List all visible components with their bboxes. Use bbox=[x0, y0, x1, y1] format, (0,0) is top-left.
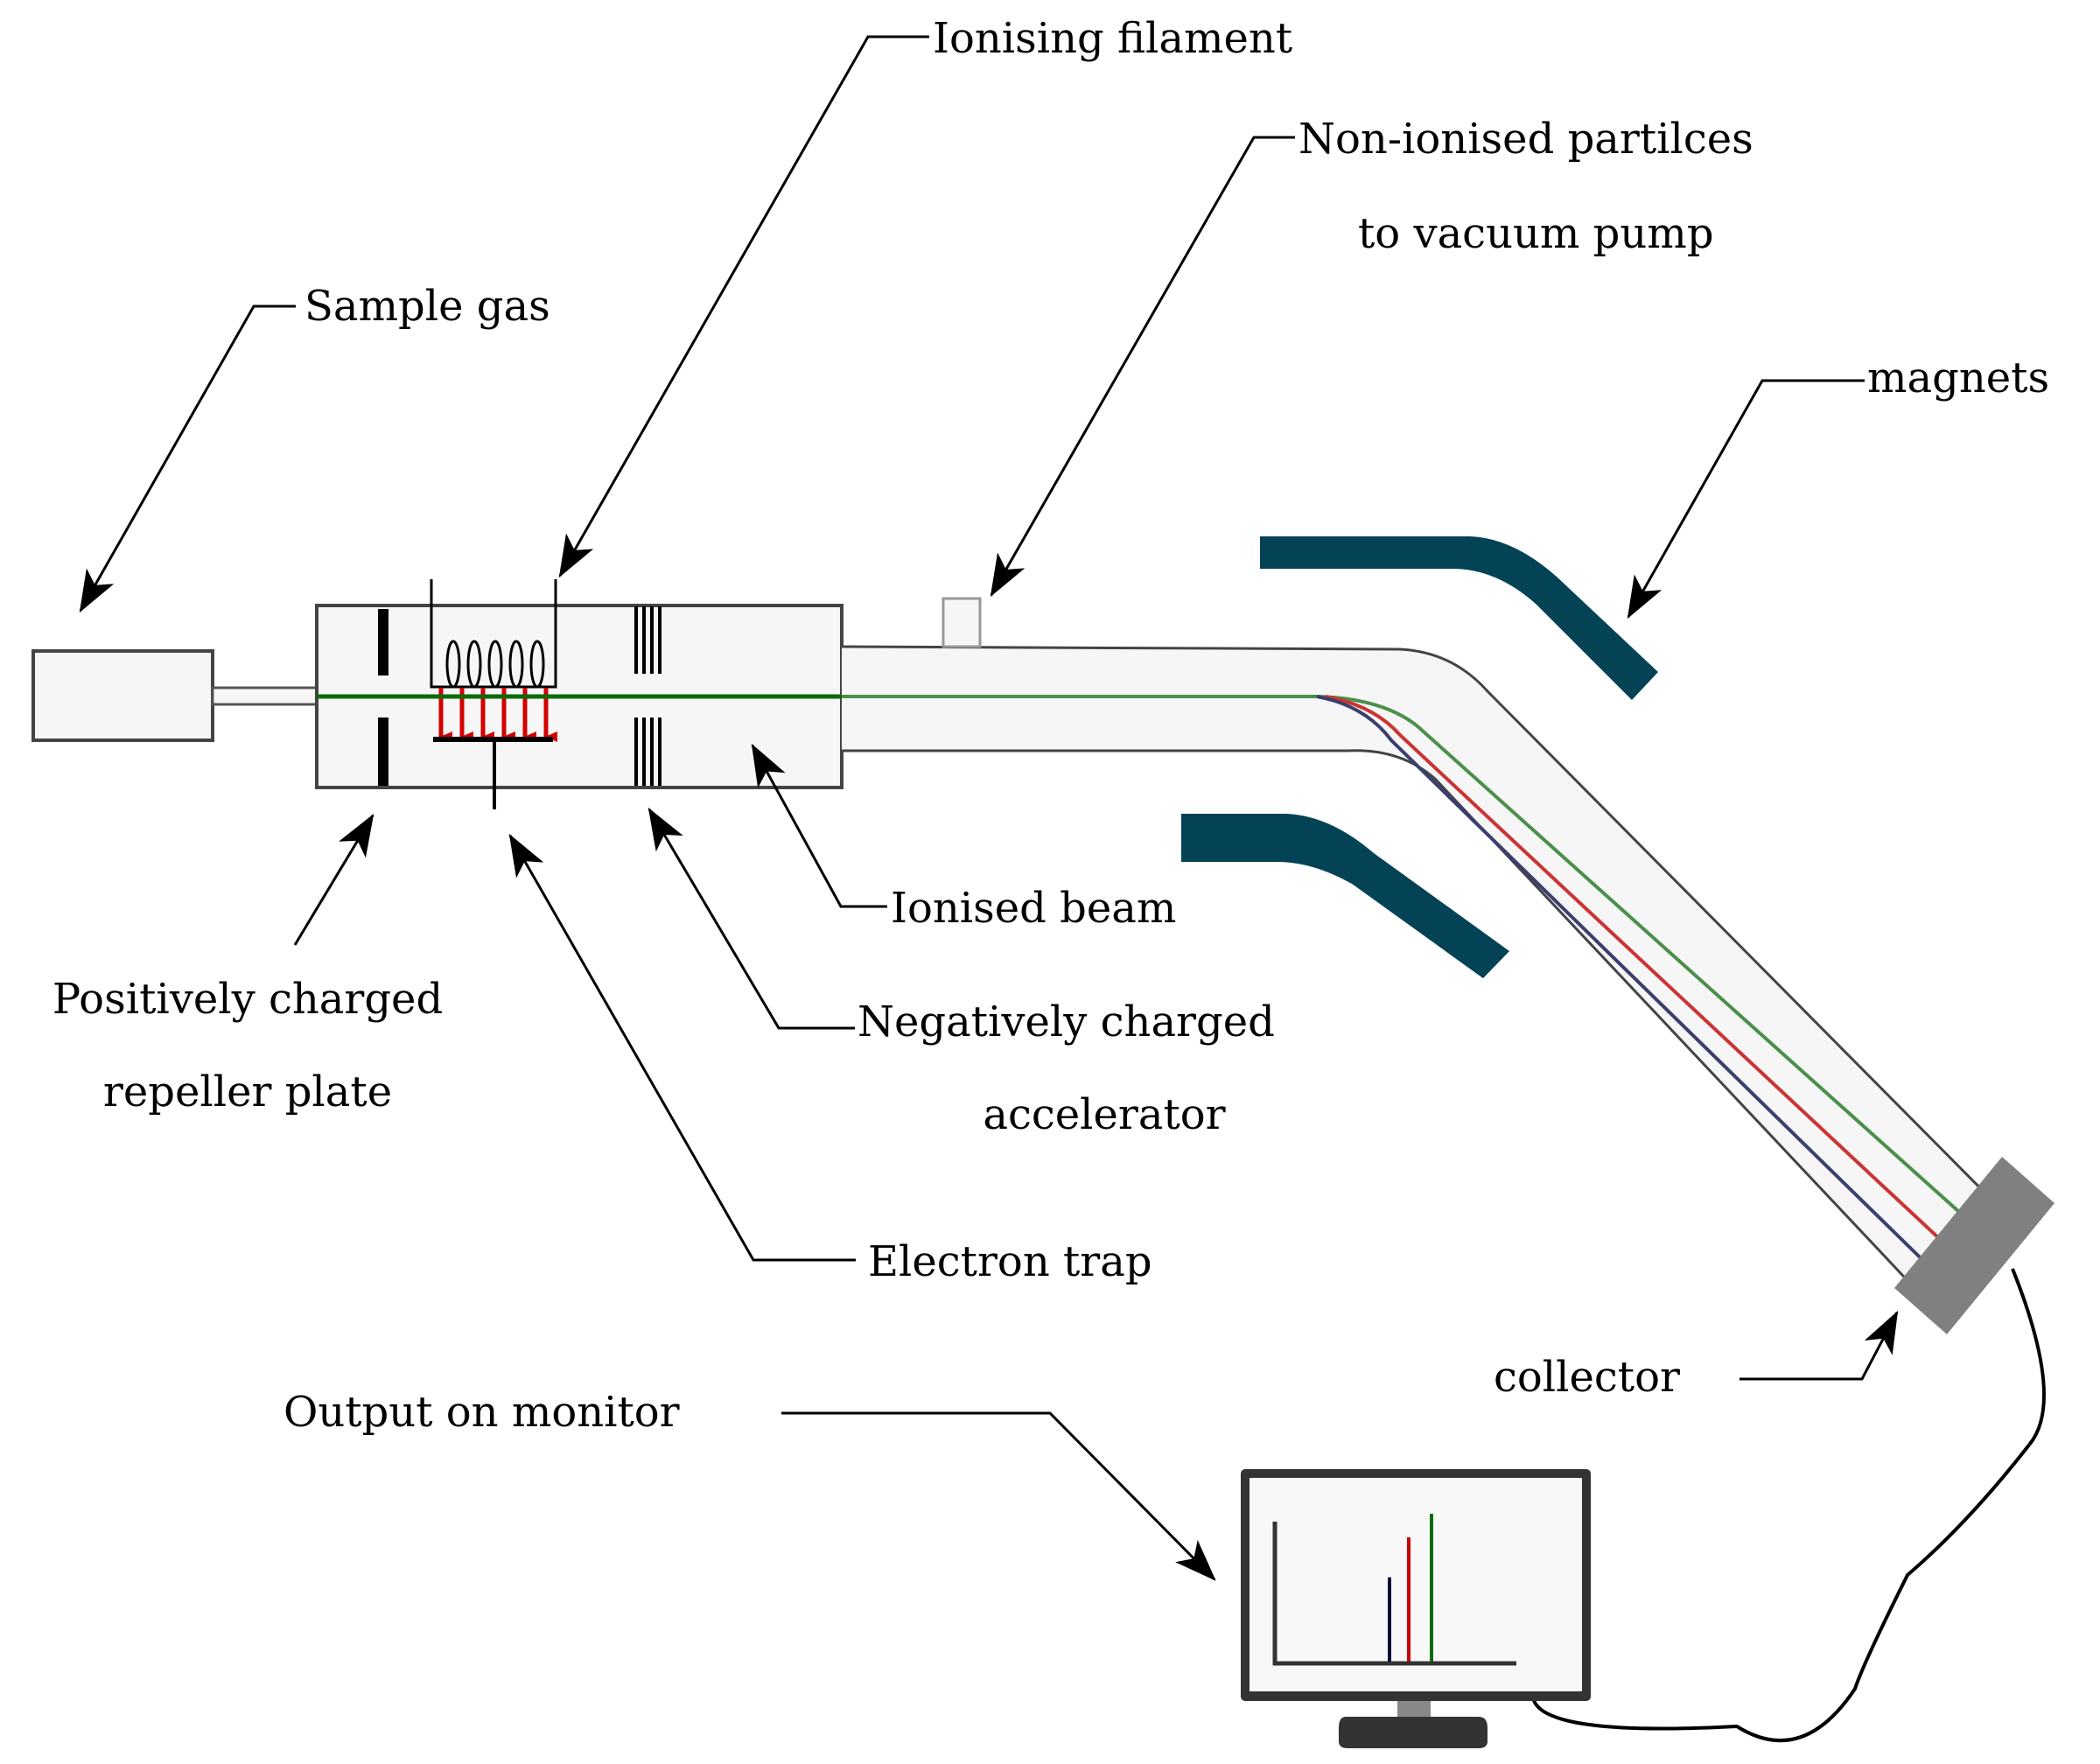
accelerator-plates bbox=[634, 606, 662, 786]
monitor-spectrum bbox=[1272, 1514, 1516, 1666]
sample-gas-container bbox=[32, 649, 214, 742]
label-negatively-line1: Negatively charged bbox=[858, 998, 1275, 1046]
label-positively-line1: Positively charged bbox=[52, 975, 443, 1024]
label-negatively-line2: accelerator bbox=[983, 1090, 1225, 1139]
sample-gas-leader bbox=[79, 304, 296, 613]
vacuum-port bbox=[942, 597, 982, 648]
non-ionised-leader bbox=[990, 136, 1295, 598]
ion-beam-medium bbox=[1325, 695, 1970, 1268]
electron-trap-leader bbox=[508, 833, 856, 1262]
collector-leader bbox=[1740, 1310, 1899, 1381]
label-non-ionised-line1: Non-ionised partilces bbox=[1298, 115, 1754, 164]
accelerator-leader bbox=[648, 807, 855, 1030]
collector bbox=[1894, 1157, 2054, 1334]
electron-trap bbox=[433, 737, 553, 809]
inlet-tube bbox=[211, 686, 319, 706]
monitor-screen bbox=[1250, 1478, 1582, 1691]
label-electron-trap: Electron trap bbox=[868, 1237, 1152, 1286]
label-output-on-monitor: Output on monitor bbox=[284, 1388, 680, 1437]
repeller-plate-bottom bbox=[378, 718, 388, 786]
magnet-top bbox=[1260, 536, 1658, 700]
repeller-leader bbox=[293, 813, 374, 946]
flight-tube bbox=[842, 647, 2012, 1304]
monitor-stand-base bbox=[1339, 1717, 1488, 1748]
label-ionised-beam: Ionised beam bbox=[891, 884, 1176, 933]
label-non-ionised-line2: to vacuum pump bbox=[1358, 209, 1714, 258]
flight-tube-top-wall bbox=[841, 645, 2014, 1222]
ionising-filament-leader bbox=[558, 35, 929, 578]
label-ionising-filament: Ionising filament bbox=[933, 14, 1292, 63]
magnet-bottom bbox=[1181, 814, 1509, 978]
collector-cable bbox=[1531, 1268, 2046, 1743]
label-sample-gas: Sample gas bbox=[304, 282, 550, 331]
flight-tube-bottom-wall bbox=[842, 749, 1931, 1306]
output-monitor-leader bbox=[781, 1411, 1216, 1581]
label-magnets: magnets bbox=[1867, 354, 2049, 402]
magnets-leader bbox=[1627, 379, 1865, 620]
monitor bbox=[1241, 1469, 1591, 1748]
ion-beam-light bbox=[1316, 695, 1951, 1288]
label-collector: collector bbox=[1494, 1353, 1680, 1402]
ionising-filament bbox=[430, 579, 557, 689]
repeller-plate-top bbox=[378, 609, 388, 676]
ionised-beam-leader bbox=[751, 743, 887, 908]
label-positively-line2: repeller plate bbox=[103, 1068, 392, 1116]
